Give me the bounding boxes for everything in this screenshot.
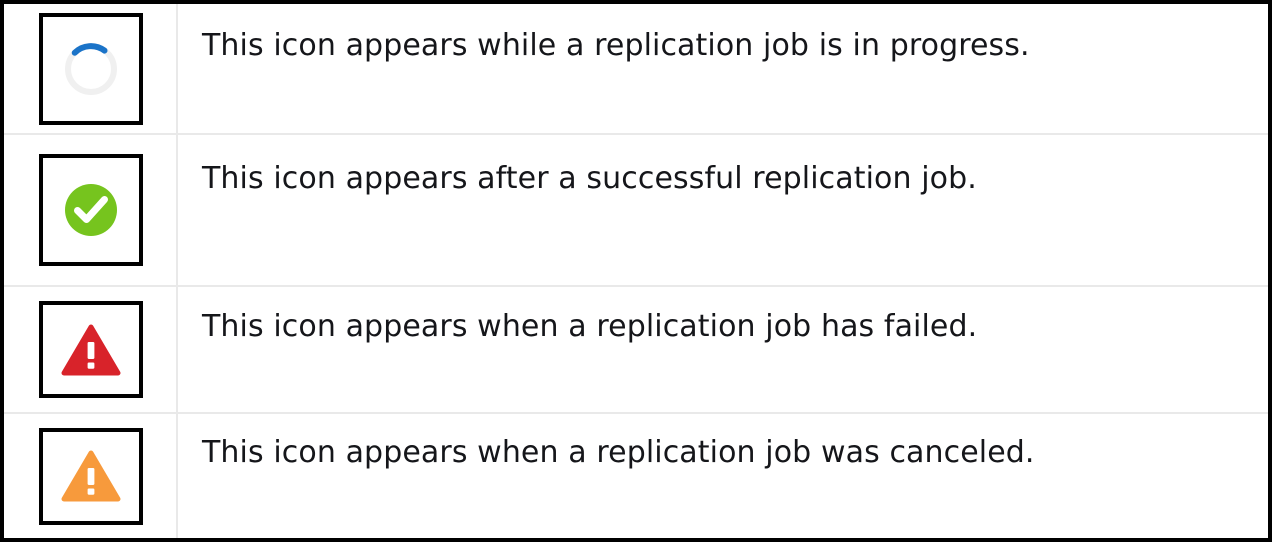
row-description: This icon appears when a replication job…: [202, 435, 1035, 470]
description-cell: This icon appears while a replication jo…: [178, 4, 1268, 133]
icon-box: [39, 154, 143, 266]
canceled-warning-triangle-icon: [61, 450, 121, 502]
icon-cell: [4, 287, 178, 412]
table-row: This icon appears after a successful rep…: [4, 135, 1268, 287]
row-description: This icon appears when a replication job…: [202, 309, 978, 344]
error-warning-triangle-icon: [61, 324, 121, 375]
icon-cell: [4, 414, 178, 538]
icon-box: [39, 12, 143, 125]
icon-cell: [4, 4, 178, 133]
icon-cell: [4, 135, 178, 285]
table-row: This icon appears when a replication job…: [4, 414, 1268, 538]
description-cell: This icon appears after a successful rep…: [178, 135, 1268, 285]
row-description: This icon appears after a successful rep…: [202, 161, 977, 196]
icon-box: [39, 301, 143, 398]
progress-spinner-icon: [65, 42, 117, 95]
description-cell: This icon appears when a replication job…: [178, 287, 1268, 412]
row-description: This icon appears while a replication jo…: [202, 28, 1030, 63]
table-row: This icon appears while a replication jo…: [4, 4, 1268, 135]
description-cell: This icon appears when a replication job…: [178, 414, 1268, 538]
success-check-circle-icon: [65, 184, 117, 236]
table-row: This icon appears when a replication job…: [4, 287, 1268, 414]
icon-box: [39, 427, 143, 525]
